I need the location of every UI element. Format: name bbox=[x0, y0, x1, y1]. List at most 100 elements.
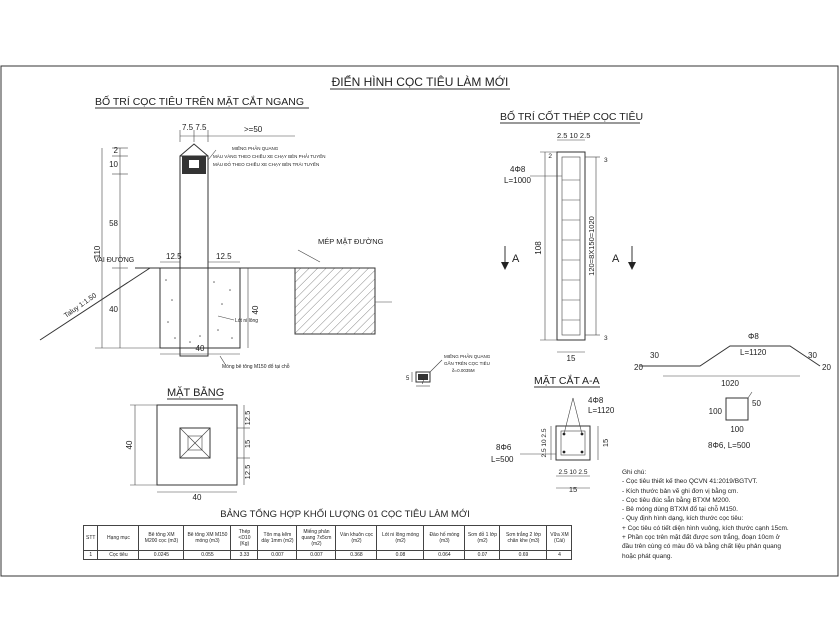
label-mong: Móng bê tông M150 đổ tại chỗ bbox=[222, 363, 290, 370]
note-line: + Cọc tiêu có tiết diện hình vuông, kích… bbox=[622, 524, 789, 532]
aa-dims-left: 2.5 10 2.5 bbox=[541, 428, 548, 457]
aa-main-len: L=1120 bbox=[588, 406, 615, 415]
rebar-title: BỐ TRÍ CỐT THÉP CỌC TIÊU bbox=[500, 109, 643, 123]
table-header-row: STT Hạng mục Bê tông XM M200 cọc (m3) Bê… bbox=[82, 525, 573, 551]
plan-title: MẶT BẰNG bbox=[167, 386, 224, 399]
main-title: ĐIỂN HÌNH CỌC TIÊU LÀM MỚI bbox=[332, 74, 509, 89]
note-line: đầu trên cùng có màu đỏ và bằng chất liệ… bbox=[622, 543, 782, 551]
table-cell: 0.07 bbox=[464, 550, 501, 560]
stirrup-dim-100-bottom: 100 bbox=[730, 425, 744, 434]
bar-shape bbox=[640, 345, 821, 377]
rebar-dim-15: 15 bbox=[567, 354, 576, 363]
rebar-stirrup-spacing: 120=8X150=1020 bbox=[587, 216, 596, 276]
table-header: Bê tông XM M200 cọc (m3) bbox=[138, 525, 185, 551]
notes-block: Ghi chú: - Cọc tiêu thiết kế theo QCVN 4… bbox=[622, 468, 834, 561]
bar-dim-1020: 1020 bbox=[721, 379, 739, 388]
table-header: Bê tông XM M150 móng (m3) bbox=[183, 525, 232, 551]
cross-dim-top: 7.5 7.5 bbox=[182, 123, 207, 132]
table-cell: 0.69 bbox=[499, 550, 548, 560]
sheet-border bbox=[0, 65, 839, 577]
table-cell: 0.007 bbox=[257, 550, 298, 560]
table-cell: 0.064 bbox=[423, 550, 466, 560]
reflector-label: MIẾNG PHẢN QUANG bbox=[232, 145, 279, 151]
note-line: hoặc phát quang. bbox=[622, 552, 673, 560]
cross-dim-58: 58 bbox=[109, 219, 118, 228]
reflector-dim-7: 7 bbox=[421, 380, 425, 386]
table-header: Vữa XM (Cái) bbox=[546, 525, 573, 551]
table-cell: 0.08 bbox=[376, 550, 425, 560]
cross-section-drawing bbox=[39, 130, 392, 365]
rebar-dim-top: 2.5 10 2.5 bbox=[557, 131, 590, 140]
cross-dim-10: 10 bbox=[109, 160, 118, 169]
label-mep-mat-duong: MÉP MẶT ĐƯỜNG bbox=[318, 237, 384, 246]
table-header: Miếng phản quang 7x5cm (m2) bbox=[296, 525, 337, 551]
plan-dim-40-left: 40 bbox=[125, 440, 134, 449]
reflector-detail-note1: GẮN TRÊN CỌC TIÊU bbox=[444, 359, 490, 366]
plan-drawing bbox=[130, 404, 250, 493]
stirrup-dim-50: 50 bbox=[752, 399, 761, 408]
bar-dim-20-left: 20 bbox=[634, 363, 643, 372]
reflector-detail-label: MIẾNG PHẢN QUANG bbox=[444, 353, 491, 359]
note-line: - Kích thước bản vẽ ghi đơn vị bằng cm. bbox=[622, 487, 739, 495]
table-header: Sơn trắng 2 lớp chân khe (m3) bbox=[499, 525, 548, 551]
rebar-main-bar: 4Φ8 bbox=[510, 165, 526, 174]
rebar-dim-108: 108 bbox=[534, 241, 543, 255]
cross-dim-40-right: 40 bbox=[251, 305, 260, 314]
rebar-elevation bbox=[501, 139, 636, 353]
table-header: Đào hố móng (m3) bbox=[423, 525, 466, 551]
volume-table: STT Hạng mục Bê tông XM M200 cọc (m3) Bê… bbox=[82, 525, 573, 560]
table-header: Lót ni lông móng (m2) bbox=[376, 525, 425, 551]
plan-dim-40-bottom: 40 bbox=[193, 493, 202, 502]
reflector-note-2: MÀU ĐỎ THEO CHIỀU XE CHẠY BÊN TRÁI TUYẾN bbox=[213, 160, 319, 167]
rebar-dim-3-bot: 3 bbox=[604, 335, 608, 342]
reflector-note-1: MÀU VÀNG THEO CHIỀU XE CHẠY BÊN PHẢI TUY… bbox=[213, 152, 326, 159]
bar-phi: Φ8 bbox=[748, 332, 759, 341]
note-line: + Phần cọc trên mặt đất được sơn trắng, … bbox=[622, 534, 780, 542]
cross-dim-ge50: >=50 bbox=[244, 125, 263, 134]
table-header: STT bbox=[82, 525, 99, 551]
plan-dim-12-5-b: 12.5 bbox=[243, 465, 252, 480]
plan-dim-15: 15 bbox=[243, 440, 252, 448]
bar-len: L=1120 bbox=[740, 348, 767, 357]
table-header: Thép <D10 (Kg) bbox=[230, 525, 259, 551]
table-header: Hạng mục bbox=[97, 525, 140, 551]
notes-heading: Ghi chú: bbox=[622, 469, 647, 476]
cross-dim-2: 2 bbox=[114, 146, 119, 155]
stirrup-label: 8Φ6, L=500 bbox=[708, 441, 751, 450]
reflector-detail-note2: δ=0.0035M bbox=[452, 368, 475, 373]
stirrup-shape bbox=[725, 391, 753, 421]
section-mark-right: A bbox=[612, 253, 620, 265]
label-lot-ni-long: Lót ni lông bbox=[235, 318, 258, 324]
note-line: - Quy định hình dạng, kích thước cọc tiê… bbox=[622, 515, 744, 523]
table-cell: Cọc tiêu bbox=[97, 550, 140, 560]
table-cell: 4 bbox=[546, 550, 573, 560]
table-cell: 1 bbox=[82, 550, 99, 560]
table-cell: 0.007 bbox=[296, 550, 337, 560]
note-line: - Cọc tiêu thiết kế theo QCVN 41:2019/BG… bbox=[622, 478, 758, 486]
section-aa-title: MẶT CẮT A-A bbox=[534, 374, 600, 387]
rebar-main-len: L=1000 bbox=[504, 176, 531, 185]
cross-dim-40-base: 40 bbox=[196, 344, 205, 353]
label-vai-duong: VAI ĐƯỜNG bbox=[94, 255, 134, 264]
cross-dim-12-5-right: 12.5 bbox=[216, 252, 232, 261]
reflector-dim-5: 5 bbox=[406, 376, 410, 382]
stirrup-dim-100-left: 100 bbox=[709, 407, 723, 416]
section-mark-left: A bbox=[512, 253, 520, 265]
cross-section-title: BỐ TRÍ CỌC TIÊU TRÊN MẶT CẮT NGANG bbox=[95, 94, 304, 108]
aa-dim-15-bottom: 15 bbox=[569, 485, 577, 494]
rebar-dim-2: 2 bbox=[548, 153, 552, 160]
table-cell: 0.368 bbox=[335, 550, 378, 560]
note-line: - Cọc tiêu đúc sẵn bằng BTXM M200. bbox=[622, 496, 731, 504]
cross-dim-110: 110 bbox=[93, 245, 102, 258]
section-aa-drawing bbox=[520, 397, 599, 489]
aa-stirrup-len: L=500 bbox=[491, 455, 514, 464]
rebar-dim-3-top: 3 bbox=[604, 157, 608, 164]
bar-dim-20-right: 20 bbox=[822, 363, 831, 372]
aa-stirrup: 8Φ6 bbox=[496, 443, 512, 452]
table-header: Sơn đỏ 1 lớp (m2) bbox=[464, 525, 501, 551]
table-header: Ván khuôn cọc (m2) bbox=[335, 525, 378, 551]
cross-dim-12-5-left: 12.5 bbox=[166, 252, 182, 261]
aa-dims-bottom: 2.5 10 2.5 bbox=[559, 469, 588, 476]
reflector-detail bbox=[411, 359, 443, 387]
